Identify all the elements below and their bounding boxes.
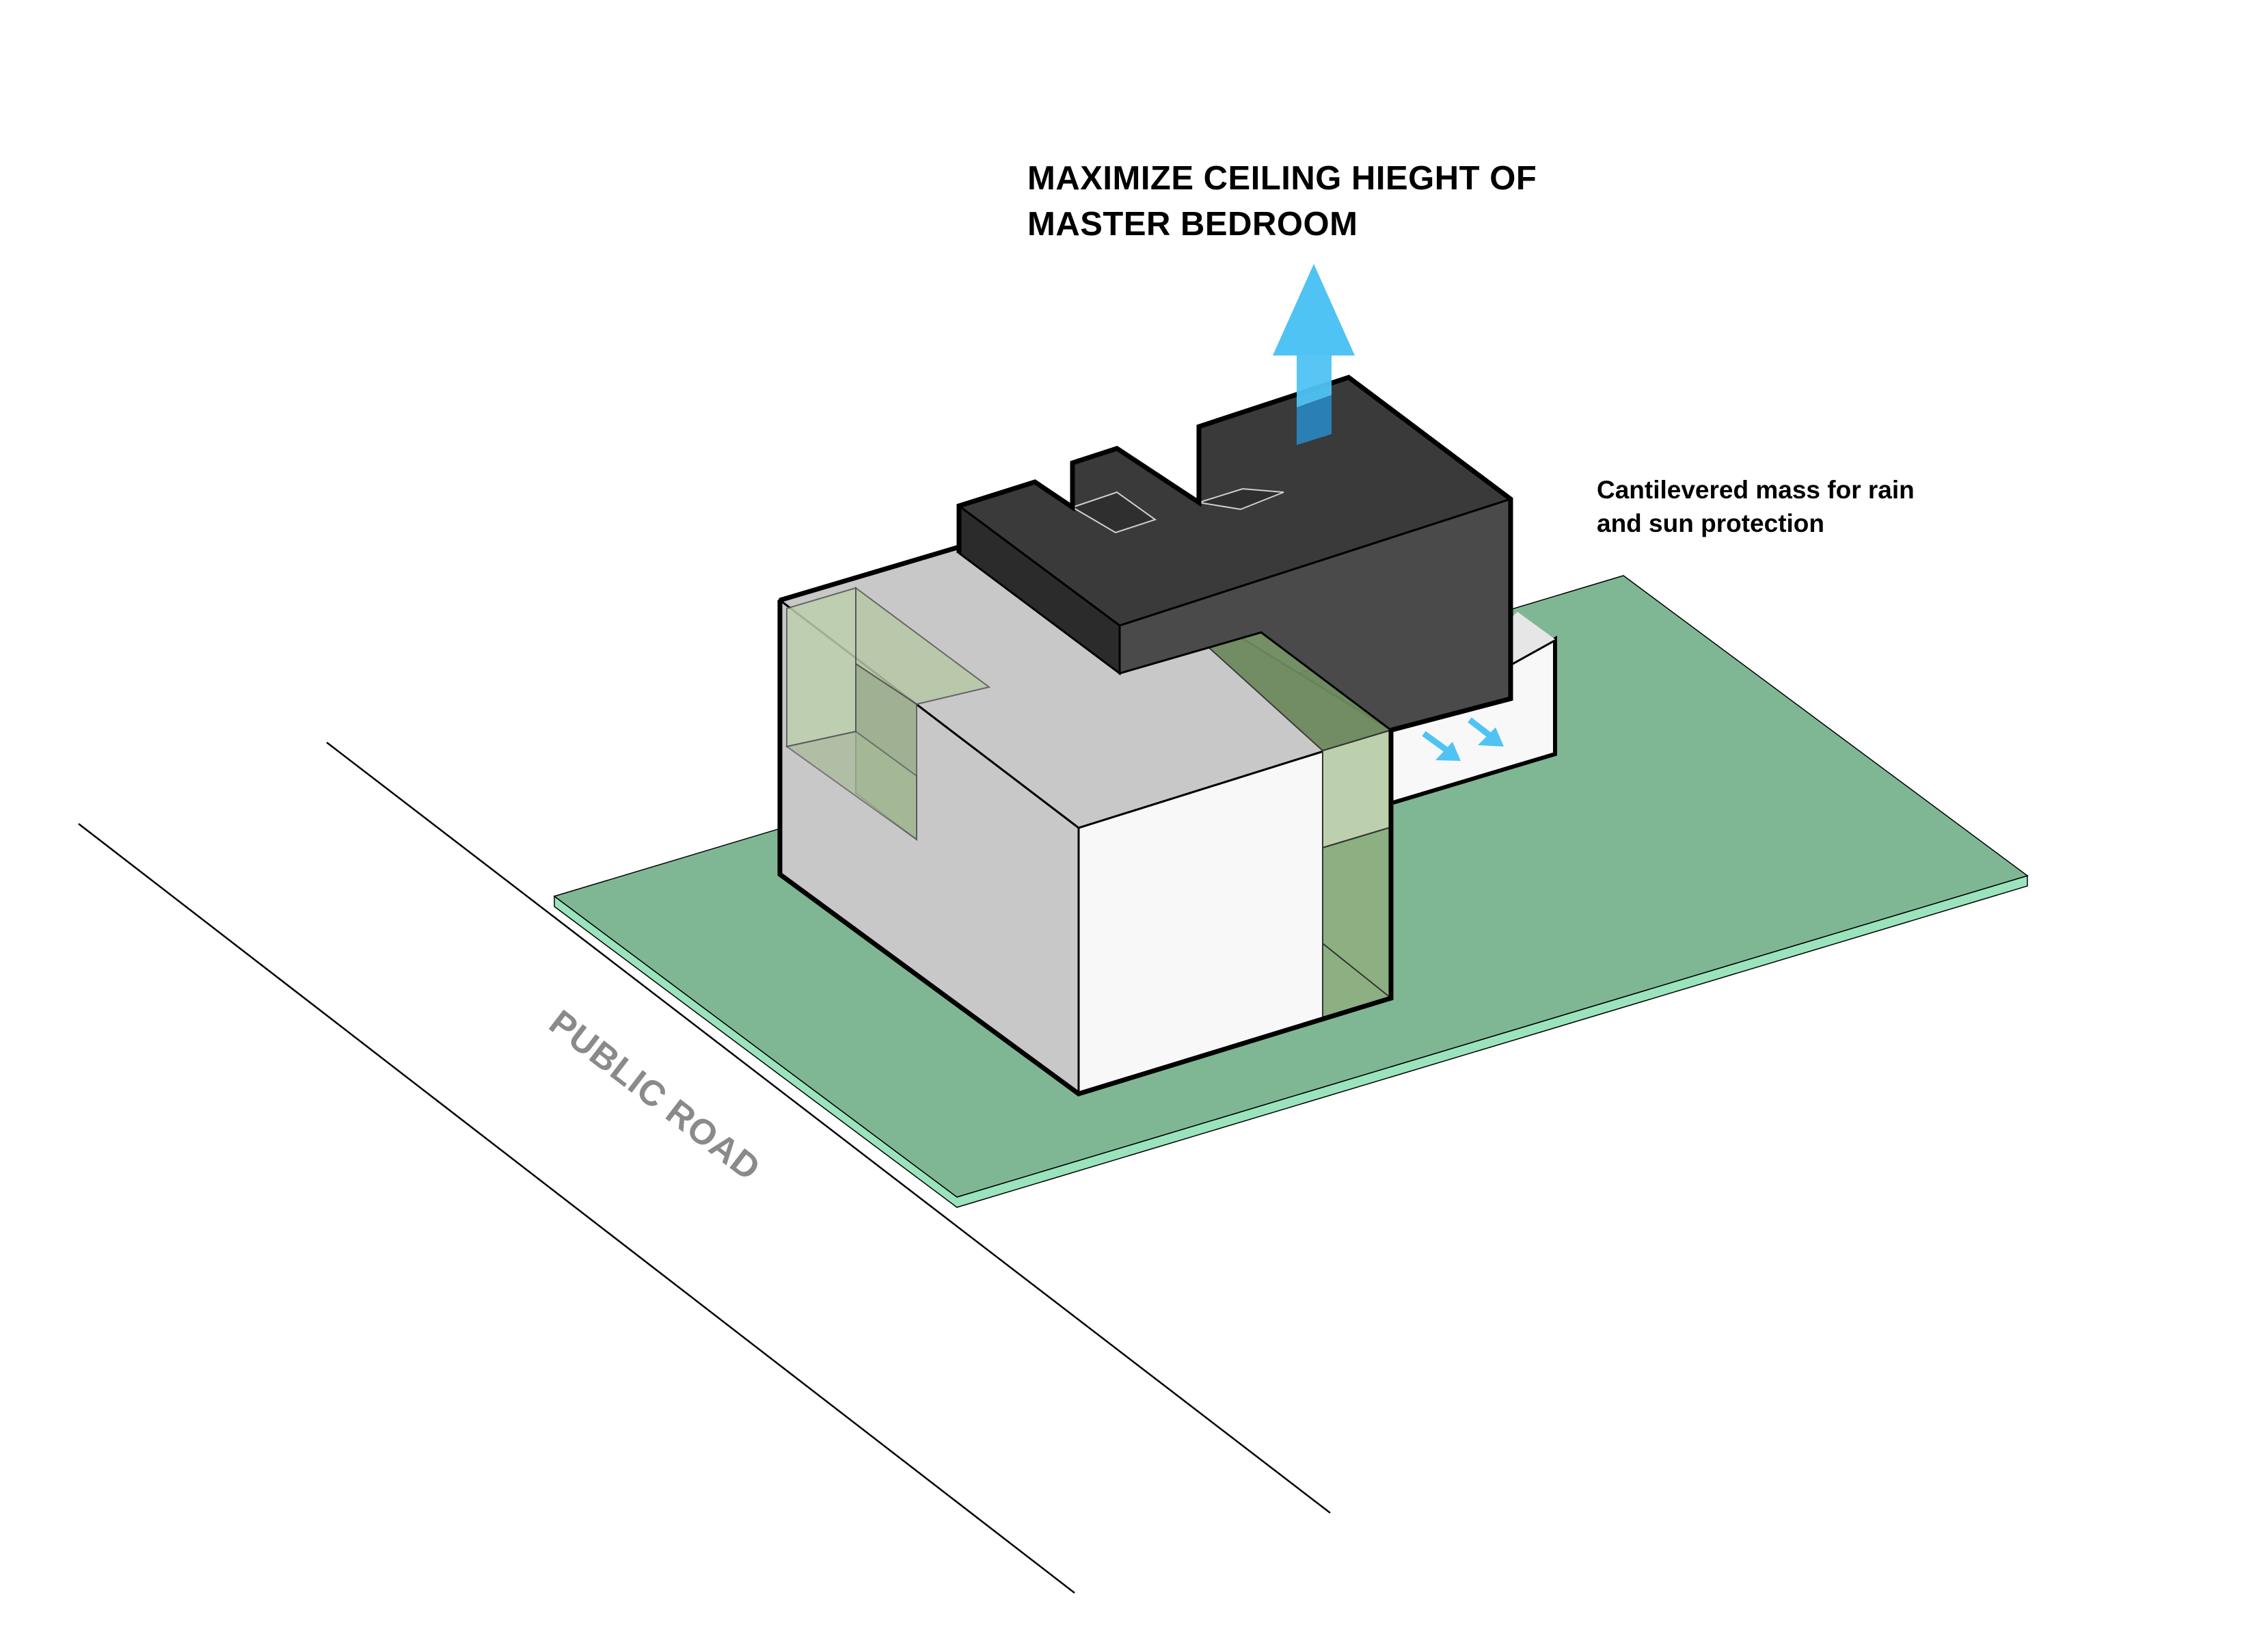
- road-line-inner: [326, 742, 1331, 1514]
- cantilever-arrow-left: [1422, 731, 1461, 761]
- ceiling-title-line2: MASTER BEDROOM: [1027, 206, 1358, 243]
- cantilever-note-line2: and sun protection: [1597, 509, 1824, 537]
- ceiling-arrow-shaft-lower: [1297, 395, 1332, 445]
- glass-corner-lower: [1322, 826, 1392, 1019]
- ceiling-up-arrow: [1273, 264, 1355, 445]
- upper-notch-1: [1070, 491, 1157, 534]
- ceiling-title-line1: MAXIMIZE CEILING HIEGHT OF: [1027, 160, 1537, 197]
- glass-notch-floor: [785, 730, 917, 841]
- lower-mass: [777, 541, 1394, 1097]
- upper-mass: [956, 375, 1513, 733]
- road-line-outer: [78, 823, 1075, 1594]
- cantilever-arrow-right: [1468, 717, 1504, 747]
- upper-notch-2: [1198, 487, 1284, 511]
- ceiling-arrow-shaft-upper: [1297, 355, 1332, 407]
- cantilever-note-line1: Cantilevered mass for rain: [1597, 476, 1915, 504]
- upper-mass-outline: [956, 375, 1513, 733]
- lower-mass-left-top-edge: [779, 541, 969, 603]
- glass-corner-floor-line: [1322, 943, 1392, 999]
- ceiling-arrow-head: [1273, 264, 1355, 355]
- cantilever-arrows: [1422, 717, 1504, 761]
- lower-mass-outline: [777, 600, 1394, 1097]
- glass-notch-left-wall: [786, 587, 856, 748]
